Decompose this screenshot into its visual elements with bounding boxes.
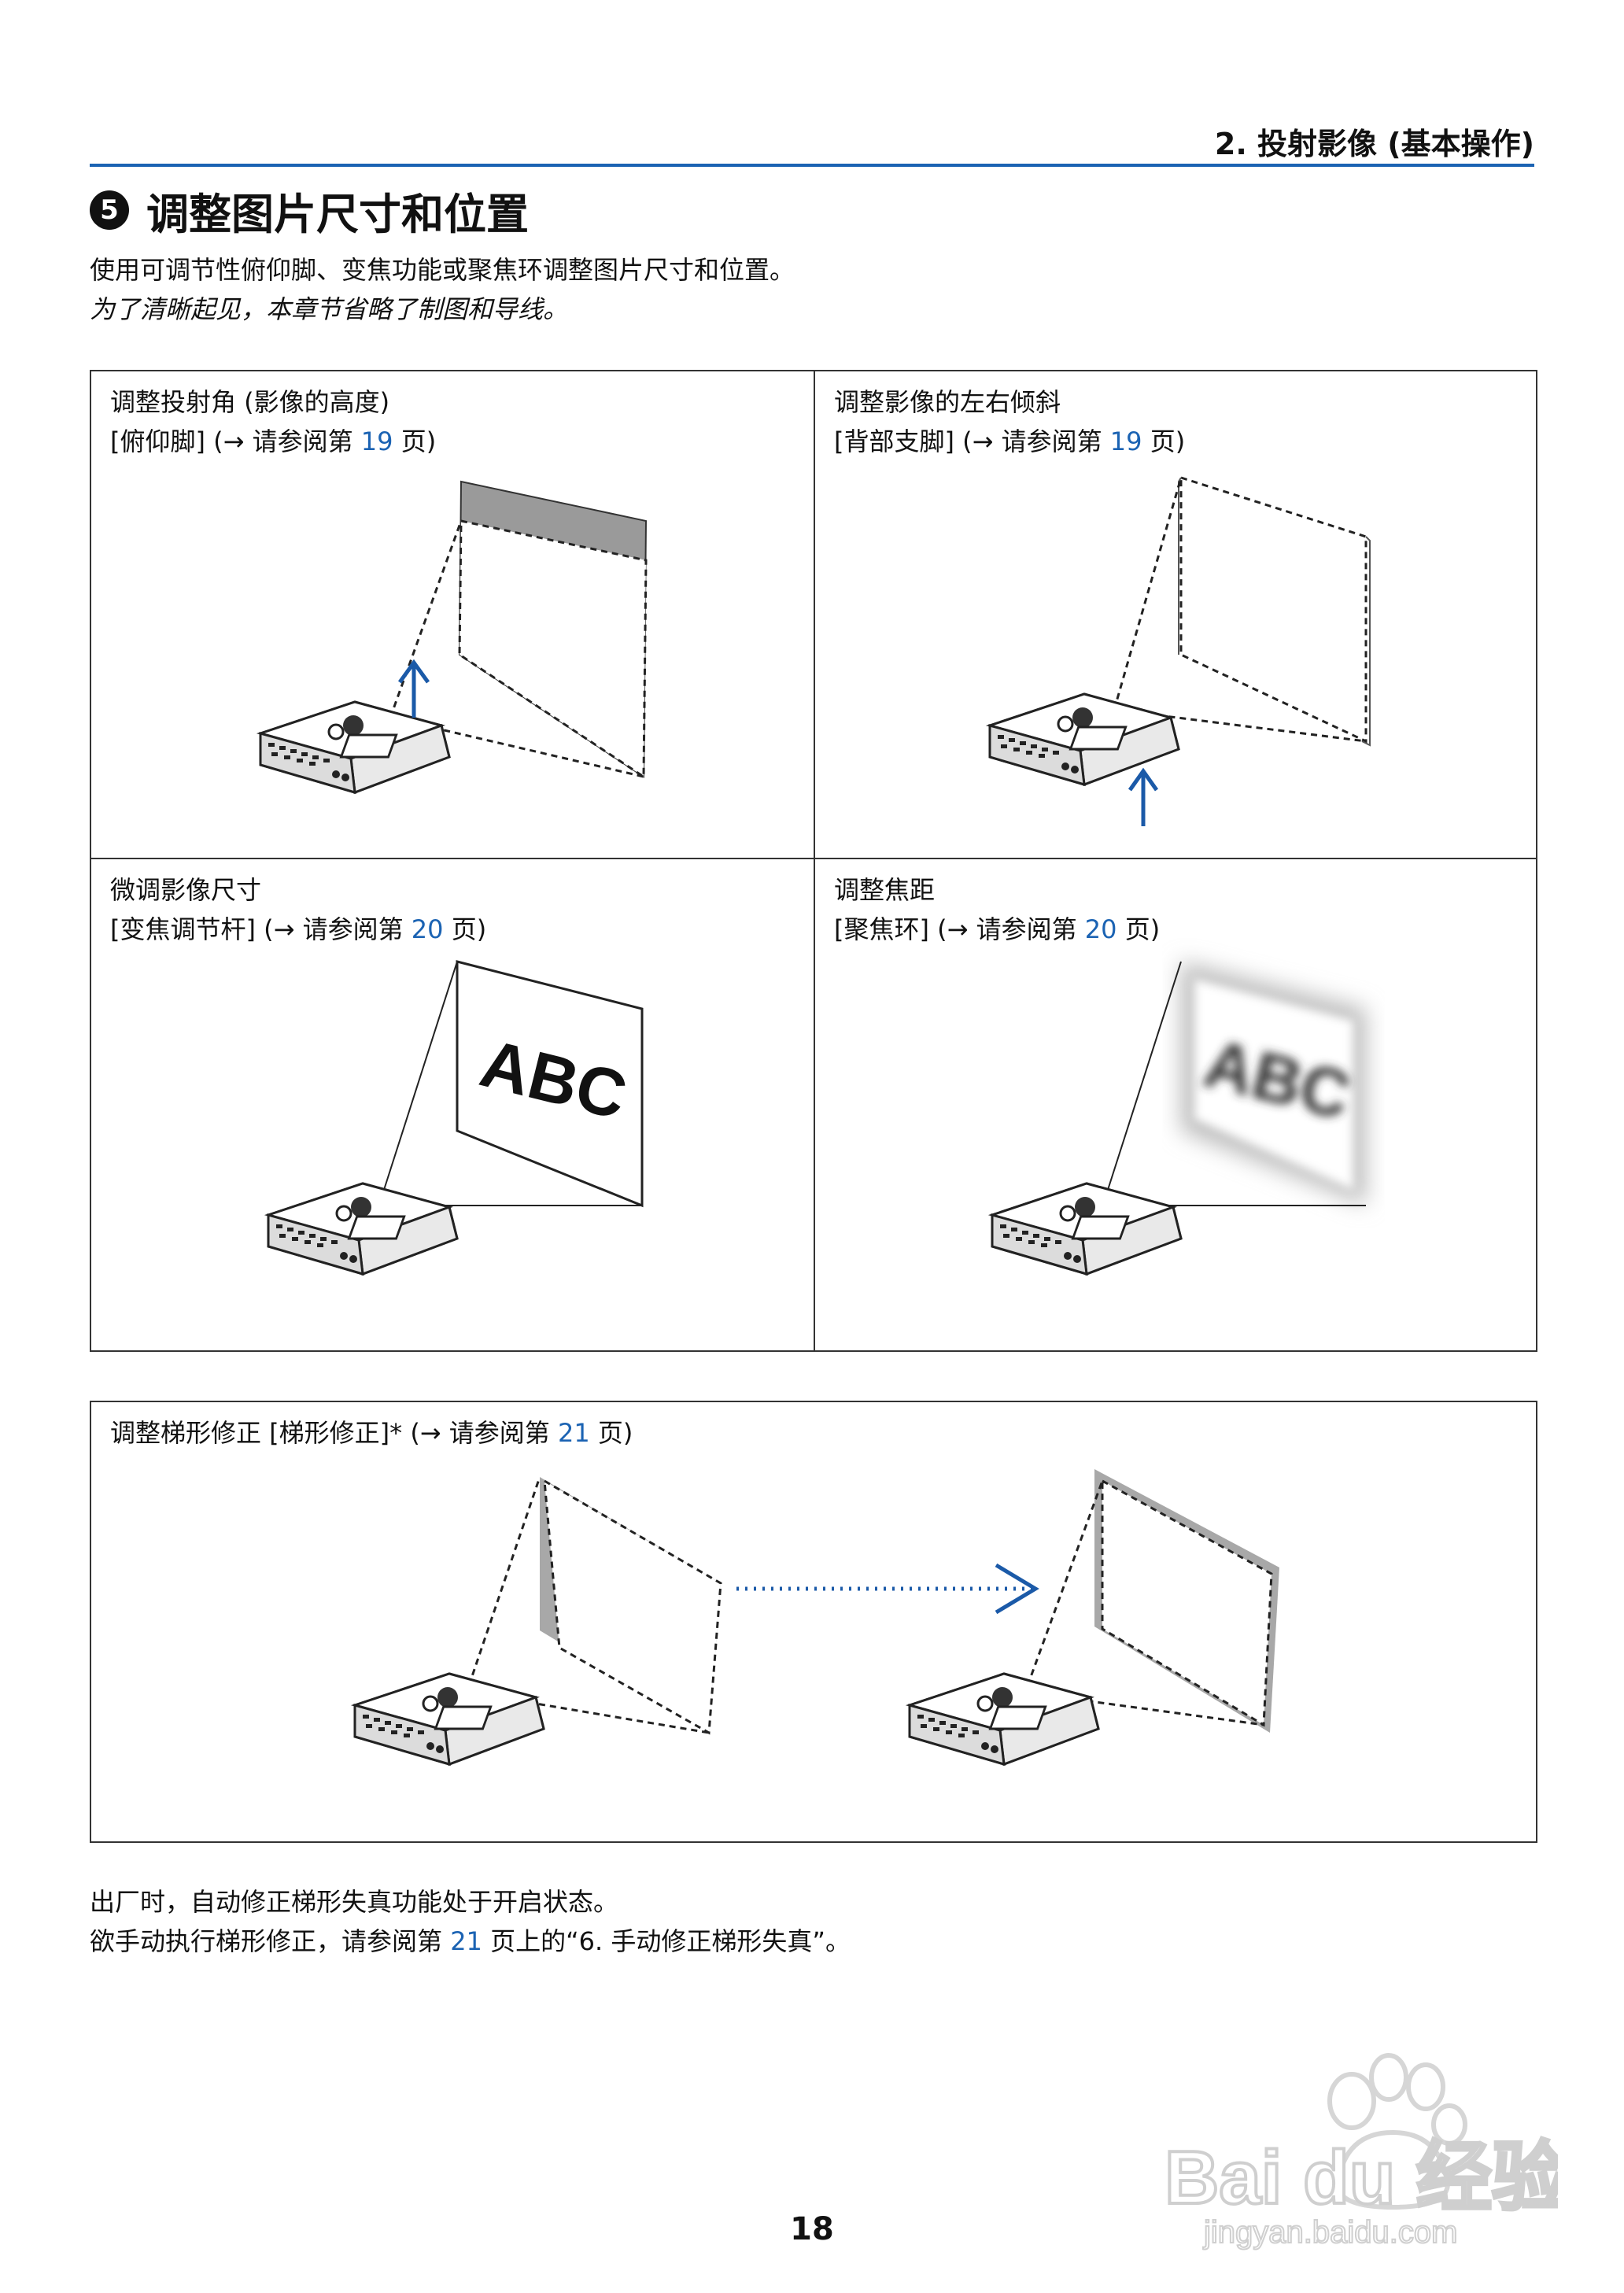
projected-image <box>1179 475 1367 744</box>
watermark-brand: Bai du 经验 <box>1164 2136 1558 2220</box>
panel-reference: [聚焦环] (→ 请参阅第 20 页) <box>834 910 1160 949</box>
ref-prefix: [俯仰脚] (→ 请参阅第 <box>110 426 361 456</box>
keystone-panel: 调整梯形修正 [梯形修正]* (→ 请参阅第 21 页) <box>90 1401 1537 1843</box>
notes: 出厂时，自动修正梯形失真功能处于开启状态。 欲手动执行梯形修正，请参阅第 21 … <box>90 1882 851 1961</box>
section-title: 5 调整图片尺寸和位置 <box>90 183 529 239</box>
projector-icon <box>991 1182 1183 1276</box>
projector-icon <box>908 1672 1100 1766</box>
panel-projection-angle: 调整投射角 (影像的高度) [俯仰脚] (→ 请参阅第 19 页) <box>91 371 815 859</box>
note-prefix: 欲手动执行梯形修正，请参阅第 <box>90 1926 451 1956</box>
focus-illustration: ABC <box>991 961 1366 1276</box>
up-arrow-icon <box>1128 767 1159 826</box>
ref-prefix: [聚焦环] (→ 请参阅第 <box>834 914 1085 944</box>
projector-icon <box>988 692 1180 786</box>
page-number: 18 <box>790 2211 834 2247</box>
page-link[interactable]: 20 <box>1084 914 1117 944</box>
projector-icon <box>259 700 451 794</box>
projector-icon <box>353 1672 545 1766</box>
panel-caption: 调整影像的左右倾斜 [背部支脚] (→ 请参阅第 19 页) <box>834 382 1185 461</box>
projected-image <box>458 519 648 779</box>
right-arrow-icon <box>995 1563 1039 1615</box>
keystone-caption: 调整梯形修正 [梯形修正]* (→ 请参阅第 21 页) <box>110 1413 633 1453</box>
note-suffix: 页上的“6. 手动修正梯形失真”。 <box>482 1926 851 1956</box>
panel-title: 调整焦距 <box>834 875 936 905</box>
panel-reference: [变焦调节杆] (→ 请参阅第 20 页) <box>110 910 486 949</box>
panel-reference: [背部支脚] (→ 请参阅第 19 页) <box>834 422 1185 461</box>
note-line-2: 欲手动执行梯形修正，请参阅第 21 页上的“6. 手动修正梯形失真”。 <box>90 1922 851 1961</box>
keystone-prefix: 调整梯形修正 [梯形修正]* (→ 请参阅第 <box>110 1418 558 1448</box>
page-link[interactable]: 19 <box>1109 426 1142 456</box>
note-line-1: 出厂时，自动修正梯形失真功能处于开启状态。 <box>90 1887 619 1917</box>
ref-prefix: [背部支脚] (→ 请参阅第 <box>834 426 1110 456</box>
page-link[interactable]: 20 <box>411 914 444 944</box>
intro-note: 为了清晰起见，本章节省略了制图和导线。 <box>90 294 569 324</box>
panel-focus: 调整焦距 [聚焦环] (→ 请参阅第 20 页) ABC <box>815 859 1537 1352</box>
up-arrow-icon <box>397 659 430 718</box>
page-link[interactable]: 19 <box>360 426 393 456</box>
corrected-image <box>1101 1479 1273 1727</box>
baidu-watermark: Bai du 经验 jingyan.baidu.com <box>1163 2053 1558 2251</box>
panel-left-right-tilt: 调整影像的左右倾斜 [背部支脚] (→ 请参阅第 19 页) <box>815 371 1537 859</box>
ref-suffix: 页) <box>1116 914 1161 944</box>
panel-caption: 微调影像尺寸 [变焦调节杆] (→ 请参阅第 20 页) <box>110 870 486 949</box>
blurred-screen <box>1194 979 1353 1190</box>
panel-title: 调整影像的左右倾斜 <box>834 387 1061 417</box>
ref-suffix: 页) <box>443 914 487 944</box>
intro-text: 使用可调节性俯仰脚、变焦功能或聚焦环调整图片尺寸和位置。 为了清晰起见，本章节省… <box>90 250 795 329</box>
panel-caption: 调整焦距 [聚焦环] (→ 请参阅第 20 页) <box>834 870 1160 949</box>
page-link[interactable]: 21 <box>450 1926 482 1956</box>
projector-icon <box>267 1182 459 1276</box>
panel-caption: 调整投射角 (影像的高度) [俯仰脚] (→ 请参阅第 19 页) <box>110 382 436 461</box>
ref-prefix: [变焦调节杆] (→ 请参阅第 <box>110 914 412 944</box>
keystone-illustration <box>353 1469 1279 1766</box>
watermark-url: jingyan.baidu.com <box>1203 2215 1457 2250</box>
tilt-foot-illustration <box>259 480 648 794</box>
rear-foot-illustration <box>988 475 1371 826</box>
panel-zoom: 微调影像尺寸 [变焦调节杆] (→ 请参阅第 20 页) ABC <box>91 859 815 1352</box>
header-text: 2. 投射影像 (基本操作) <box>1214 127 1534 161</box>
screen-shaded-area <box>461 482 646 560</box>
paw-logo-icon <box>1327 2053 1467 2210</box>
keystone-suffix: 页) <box>589 1418 633 1448</box>
panel-title: 微调影像尺寸 <box>110 875 262 905</box>
panel-title: 调整投射角 (影像的高度) <box>110 387 390 417</box>
ref-suffix: 页) <box>393 426 437 456</box>
intro-line: 使用可调节性俯仰脚、变焦功能或聚焦环调整图片尺寸和位置。 <box>90 255 795 285</box>
page-link[interactable]: 21 <box>557 1418 590 1448</box>
distorted-image <box>543 1479 722 1735</box>
adjustment-grid: 调整投射角 (影像的高度) [俯仰脚] (→ 请参阅第 19 页) 调整影像的左… <box>90 370 1537 1352</box>
section-title-text: 调整图片尺寸和位置 <box>146 189 529 239</box>
section-number-badge: 5 <box>90 190 129 230</box>
panel-reference: [俯仰脚] (→ 请参阅第 19 页) <box>110 422 436 461</box>
ref-suffix: 页) <box>1142 426 1186 456</box>
page-header: 2. 投射影像 (基本操作) <box>90 118 1534 167</box>
zoom-illustration: ABC <box>267 960 644 1276</box>
